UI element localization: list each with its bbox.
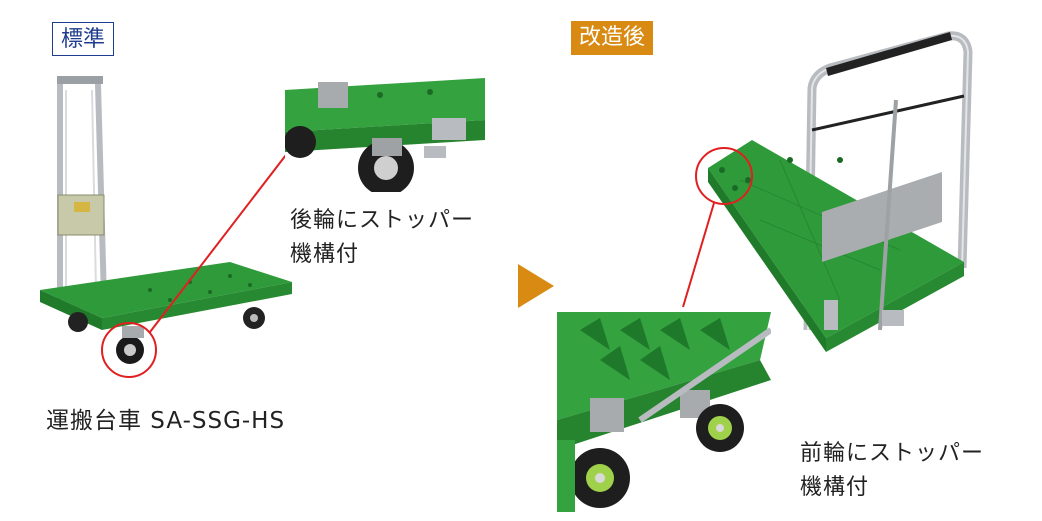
modified-cart-image [682,31,973,352]
rear-stopper-caption: 後輪にストッパー 機構付 [290,204,474,272]
front-caption-line-1: 前輪にストッパー [800,441,985,466]
standard-cart-image [40,76,292,378]
arrow-right-icon [518,264,554,308]
standard-badge: 標準 [52,22,115,56]
front-stopper-caption: 前輪にストッパー 機構付 [800,437,984,505]
modified-badge: 改造後 [571,21,654,55]
front-caption-line-2: 機構付 [800,475,870,500]
rear-caption-line-1: 後輪にストッパー [290,208,475,233]
rear-caster-zoom [285,78,485,192]
rear-caption-line-2: 機構付 [290,242,360,267]
front-caster-zoom [557,312,771,512]
model-caption: 運搬台車 SA-SSG-HS [46,408,286,434]
